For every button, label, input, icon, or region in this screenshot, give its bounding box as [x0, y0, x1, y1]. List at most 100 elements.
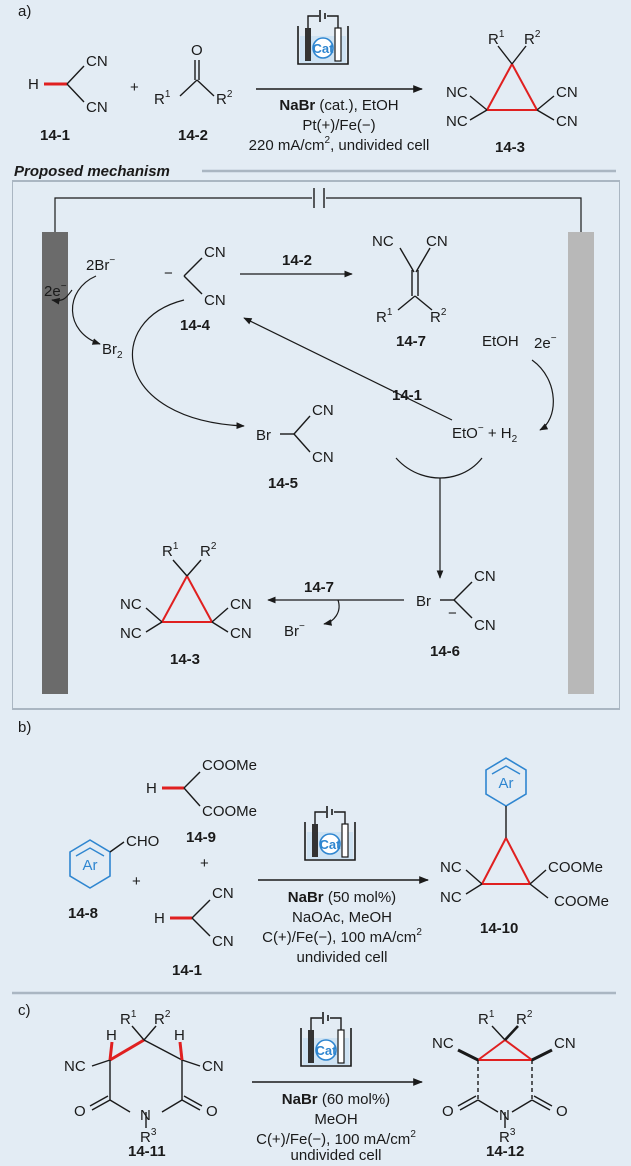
svg-text:CN: CN [556, 113, 578, 130]
svg-text:N: N [499, 1107, 510, 1124]
svg-text:R1: R1 [154, 89, 171, 108]
svg-text:NC: NC [372, 233, 394, 250]
svg-text:CN: CN [312, 449, 334, 466]
svg-text:COOMe: COOMe [202, 803, 257, 820]
svg-text:R3: R3 [140, 1127, 157, 1146]
electrochemical-cell-icon-c: Cat [300, 1011, 352, 1067]
svg-text:R2: R2 [216, 89, 233, 108]
svg-text:CN: CN [86, 99, 108, 116]
label-14-4: 14-4 [180, 317, 211, 334]
compound-14-9: H COOMe COOMe 14-9 [146, 757, 257, 846]
anode-electrode [42, 232, 68, 694]
svg-text:CN: CN [212, 885, 234, 902]
compound-14-3-mechanism: R1 R2 NC CN NC CN 14-3 [120, 541, 252, 668]
svg-text:NaBr (50 mol%): NaBr (50 mol%) [288, 889, 396, 906]
svg-text:CN: CN [230, 596, 252, 613]
compound-14-7: NC CN R1 R2 14-7 [372, 233, 448, 350]
cathode-electrode [568, 232, 594, 694]
svg-text:CN: CN [474, 568, 496, 585]
svg-text:C(+)/Fe(−), 100 mA/cm2: C(+)/Fe(−), 100 mA/cm2 [256, 1129, 416, 1148]
compound-14-2: O R1 R2 14-2 [154, 42, 233, 144]
svg-text:R1: R1 [376, 307, 393, 326]
svg-text:H: H [106, 1027, 117, 1044]
svg-text:14-7: 14-7 [304, 579, 334, 596]
label-14-10: 14-10 [480, 920, 518, 937]
electrochemical-cell-icon-b: Cat [304, 805, 356, 861]
svg-text:Br: Br [416, 593, 431, 610]
svg-text:220 mA/cm2, undivided cell: 220 mA/cm2, undivided cell [249, 135, 430, 154]
svg-text:Ar: Ar [499, 775, 514, 792]
label-14-9: 14-9 [186, 829, 216, 846]
label-14-8: 14-8 [68, 905, 98, 922]
svg-text:CHO: CHO [126, 833, 159, 850]
label-14-5: 14-5 [268, 475, 298, 492]
svg-text:NC: NC [64, 1058, 86, 1075]
svg-text:Br: Br [256, 427, 271, 444]
svg-text:COOMe: COOMe [554, 893, 609, 910]
svg-text:CN: CN [426, 233, 448, 250]
section-label-a: a) [18, 3, 31, 20]
svg-text:Br2: Br2 [102, 341, 123, 361]
compound-14-3-top: R1 R2 NC CN NC CN 14-3 [446, 29, 578, 156]
label-14-2: 14-2 [178, 127, 208, 144]
svg-text:H: H [174, 1027, 185, 1044]
svg-text:C(+)/Fe(−), 100 mA/cm2: C(+)/Fe(−), 100 mA/cm2 [262, 927, 422, 946]
svg-text:NC: NC [440, 889, 462, 906]
svg-text:undivided cell: undivided cell [291, 1147, 382, 1161]
svg-text:NC: NC [446, 113, 468, 130]
compound-14-1-top: H CN CN 14-1 [28, 53, 108, 144]
svg-text:R3: R3 [499, 1127, 516, 1146]
svg-text:EtO− + H2: EtO− + H2 [452, 423, 518, 445]
compound-14-11: H H NC CN O O N R1 R2 R3 14-11 [64, 1009, 224, 1160]
svg-text:R1: R1 [488, 29, 505, 48]
label-14-7: 14-7 [396, 333, 426, 350]
svg-text:2Br−: 2Br− [86, 255, 115, 274]
svg-text:CN: CN [230, 625, 252, 642]
section-label-c: c) [18, 1002, 31, 1019]
svg-text:CN: CN [554, 1035, 576, 1052]
svg-text:NaOAc, MeOH: NaOAc, MeOH [292, 909, 392, 926]
svg-text:NaBr (60 mol%): NaBr (60 mol%) [282, 1091, 390, 1108]
label-14-11: 14-11 [128, 1143, 166, 1160]
svg-text:NC: NC [120, 625, 142, 642]
svg-text:Ar: Ar [83, 857, 98, 874]
svg-text:NaBr (cat.), EtOH: NaBr (cat.), EtOH [279, 97, 398, 114]
svg-text:R1: R1 [162, 541, 179, 560]
scheme-figure: a) H CN CN 14-1 + O R1 R2 14-2 Cat NaBr … [11, 0, 621, 1164]
svg-text:2e−: 2e− [44, 281, 67, 300]
label-14-3: 14-3 [495, 139, 525, 156]
svg-text:R2: R2 [200, 541, 217, 560]
svg-text:O: O [74, 1103, 86, 1120]
compound-14-5: Br CN CN 14-5 [256, 402, 334, 492]
svg-text:H: H [154, 910, 165, 927]
svg-text:CN: CN [202, 1058, 224, 1075]
svg-text:R2: R2 [516, 1009, 533, 1028]
svg-text:NC: NC [432, 1035, 454, 1052]
svg-text:Cat: Cat [313, 41, 335, 56]
svg-text:NC: NC [120, 596, 142, 613]
compound-14-10: Ar NC NC COOMe COOMe 14-10 [440, 757, 609, 937]
svg-text:O: O [556, 1103, 568, 1120]
section-label-b: b) [18, 719, 31, 736]
label-14-1-b: 14-1 [172, 962, 202, 979]
svg-text:Br−: Br− [284, 621, 305, 640]
label-14-3-mech: 14-3 [170, 651, 200, 668]
svg-text:R2: R2 [524, 29, 541, 48]
svg-text:COOMe: COOMe [202, 757, 257, 774]
reaction-scheme-canvas: a) H CN CN 14-1 + O R1 R2 14-2 Cat NaBr … [11, 3, 621, 1164]
svg-text:MeOH: MeOH [314, 1111, 357, 1128]
svg-text:CN: CN [312, 402, 334, 419]
svg-text:CN: CN [204, 292, 226, 309]
svg-text:+: + [200, 855, 209, 872]
svg-text:COOMe: COOMe [548, 859, 603, 876]
compound-14-8: Ar CHO 14-8 [68, 833, 159, 922]
svg-text:NC: NC [440, 859, 462, 876]
compound-14-4: − CN CN 14-4 [164, 244, 226, 334]
mechanism-title: Proposed mechanism [14, 163, 170, 180]
svg-text:R2: R2 [154, 1009, 171, 1028]
svg-text:14-1: 14-1 [392, 387, 422, 404]
svg-text:R2: R2 [430, 307, 447, 326]
compound-14-1-b: H CN CN 14-1 [154, 885, 234, 979]
svg-text:N: N [140, 1107, 151, 1124]
svg-text:Pt(+)/Fe(−): Pt(+)/Fe(−) [302, 117, 375, 134]
